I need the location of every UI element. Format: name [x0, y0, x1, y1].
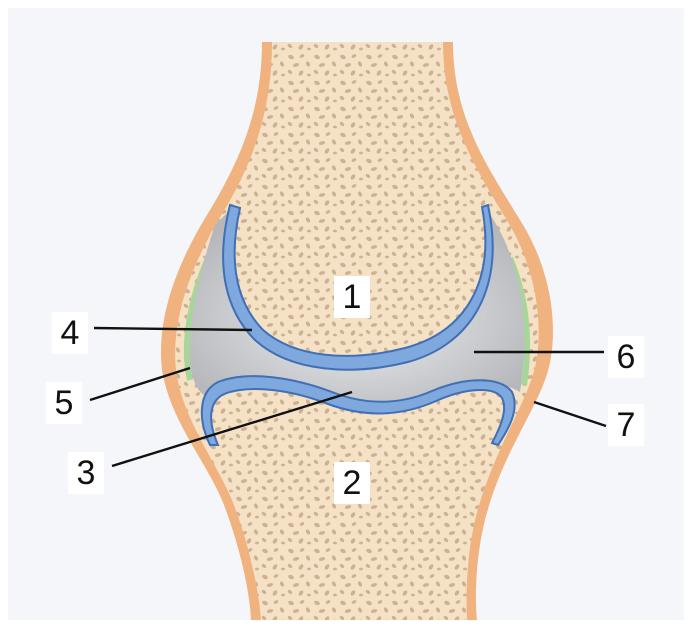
- label-1: 1: [334, 276, 370, 318]
- label-3: 3: [68, 452, 104, 494]
- leader-line-7: [534, 402, 606, 426]
- label-4: 4: [52, 312, 88, 354]
- label-2: 2: [334, 462, 370, 504]
- label-7: 7: [608, 404, 644, 446]
- label-6: 6: [608, 336, 644, 378]
- label-5: 5: [46, 382, 82, 424]
